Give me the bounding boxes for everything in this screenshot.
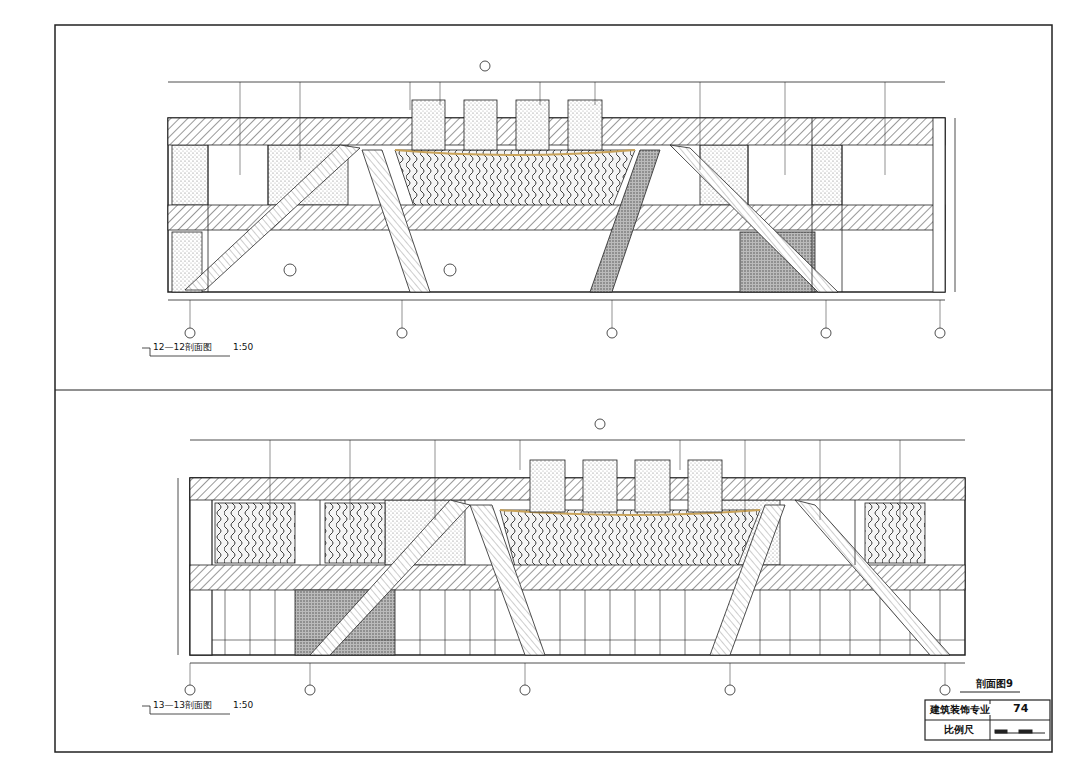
section-title: 13—13剖面图 xyxy=(152,701,213,711)
sheet-frame xyxy=(55,25,1052,752)
page-number: 74 xyxy=(1012,703,1029,715)
scale-note: 1:50 xyxy=(232,343,254,353)
title-block xyxy=(925,692,1050,740)
title-block-cell: 建筑装饰专业 xyxy=(929,704,991,715)
title-block-cell: 比例尺 xyxy=(943,724,975,735)
section-13 xyxy=(142,419,965,714)
section-title: 12—12剖面图 xyxy=(152,343,213,353)
section-12 xyxy=(142,61,955,356)
divider xyxy=(55,390,1052,391)
sheet-name: 剖面图9 xyxy=(975,678,1014,689)
scale-note: 1:50 xyxy=(232,701,254,711)
